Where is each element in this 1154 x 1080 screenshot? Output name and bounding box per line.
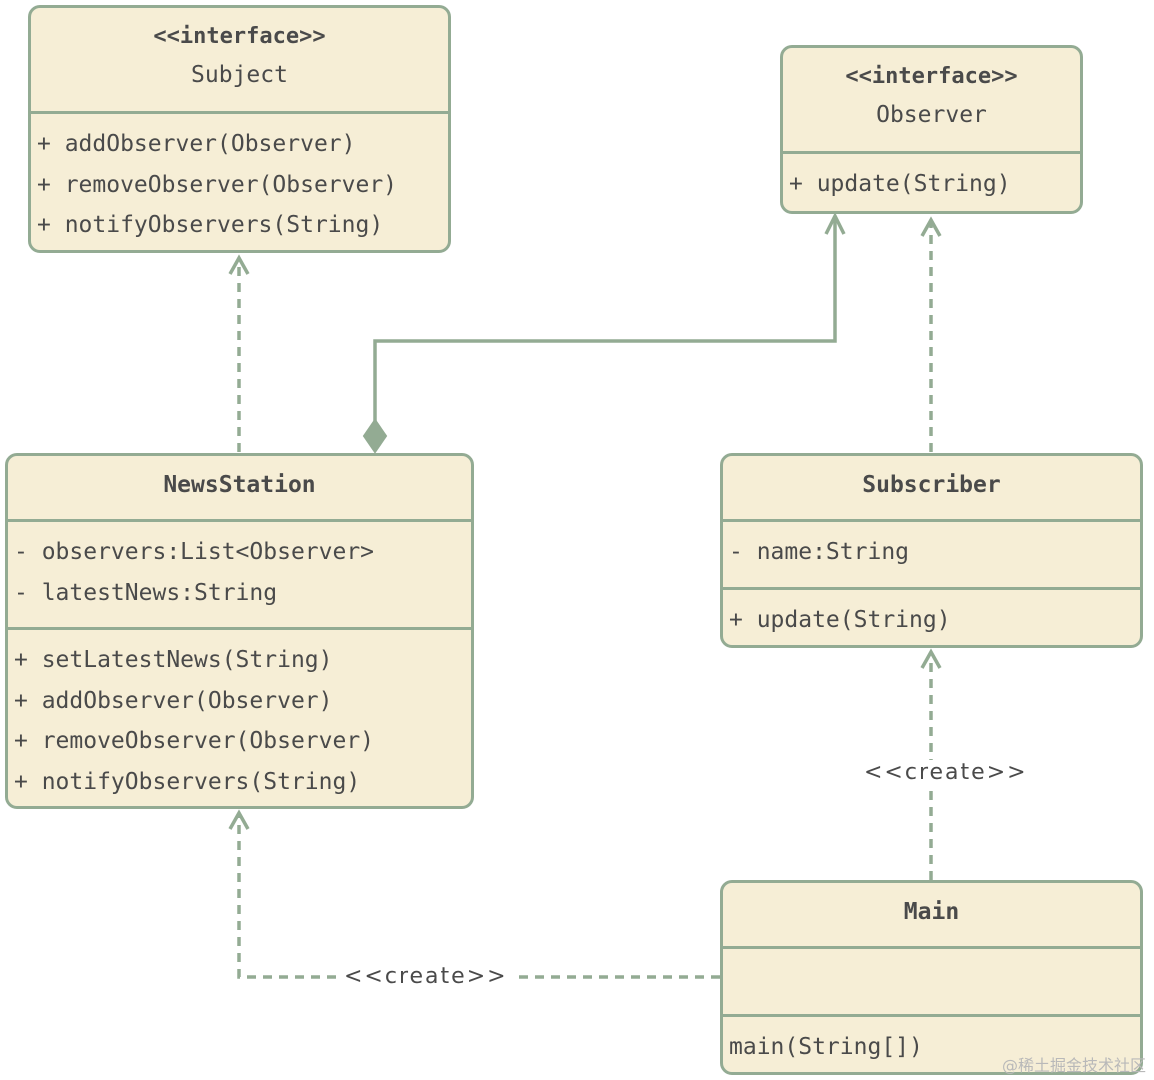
class-name: NewsStation [163, 472, 316, 498]
class-name: Subject [191, 62, 288, 88]
methods-section: main(String[]) [723, 1014, 1140, 1068]
method: main(String[]) [729, 1034, 923, 1060]
arrowhead-subject [228, 254, 250, 275]
class-observer: <<interface>> Observer + update(String) [780, 45, 1083, 214]
class-name: Subscriber [862, 472, 1001, 498]
class-header: Subscriber [723, 456, 1140, 522]
stereotype: <<interface>> [153, 24, 326, 49]
class-header: <<interface>> Subject [31, 8, 448, 114]
attribute: - latestNews:String [14, 579, 278, 606]
edge-newsstation-observer [373, 220, 837, 422]
watermark: @稀土掘金技术社区 [1001, 1056, 1146, 1075]
class-name: Observer [876, 102, 987, 128]
arrowhead-subscriber [920, 648, 942, 669]
method: + notifyObservers(String) [14, 768, 361, 795]
class-subscriber: Subscriber - name:String + update(String… [720, 453, 1143, 648]
composition-diamond [362, 418, 388, 454]
method: + addObserver(Observer) [37, 131, 356, 157]
attributes-section: - observers:List<Observer> - latestNews:… [8, 522, 471, 627]
method: + setLatestNews(String) [14, 647, 333, 673]
methods-section: + update(String) [723, 587, 1140, 641]
attributes-section [723, 949, 1140, 1014]
class-header: <<interface>> Observer [783, 48, 1080, 154]
method: + notifyObservers(String) [37, 212, 384, 238]
method: + removeObserver(Observer) [14, 728, 375, 754]
method: + update(String) [789, 171, 1011, 197]
attributes-section: - name:String [723, 522, 1140, 587]
arrowhead-observer-dashed [920, 216, 942, 237]
create-label-subscriber: <<create>> [860, 760, 1032, 785]
methods-section: + setLatestNews(String) + addObserver(Ob… [8, 627, 471, 802]
methods-section: + update(String) [783, 154, 1080, 205]
class-header: NewsStation [8, 456, 471, 522]
class-subject: <<interface>> Subject + addObserver(Obse… [28, 5, 451, 253]
stereotype: <<interface>> [845, 64, 1018, 89]
arrowhead-observer-solid [824, 212, 846, 235]
edge-main-newsstation [237, 816, 720, 979]
class-name: Main [903, 899, 960, 925]
class-header: Main [723, 883, 1140, 949]
arrowhead-newsstation [228, 809, 250, 830]
method: + addObserver(Observer) [14, 687, 333, 714]
attribute: - observers:List<Observer> [14, 539, 375, 565]
method: + removeObserver(Observer) [37, 171, 398, 198]
class-newsstation: NewsStation - observers:List<Observer> -… [5, 453, 474, 809]
create-label-newsstation: <<create>> [340, 964, 512, 989]
class-main: Main main(String[]) [720, 880, 1143, 1075]
methods-section: + addObserver(Observer) + removeObserver… [31, 114, 448, 246]
attribute: - name:String [729, 539, 910, 565]
method: + update(String) [729, 607, 951, 633]
